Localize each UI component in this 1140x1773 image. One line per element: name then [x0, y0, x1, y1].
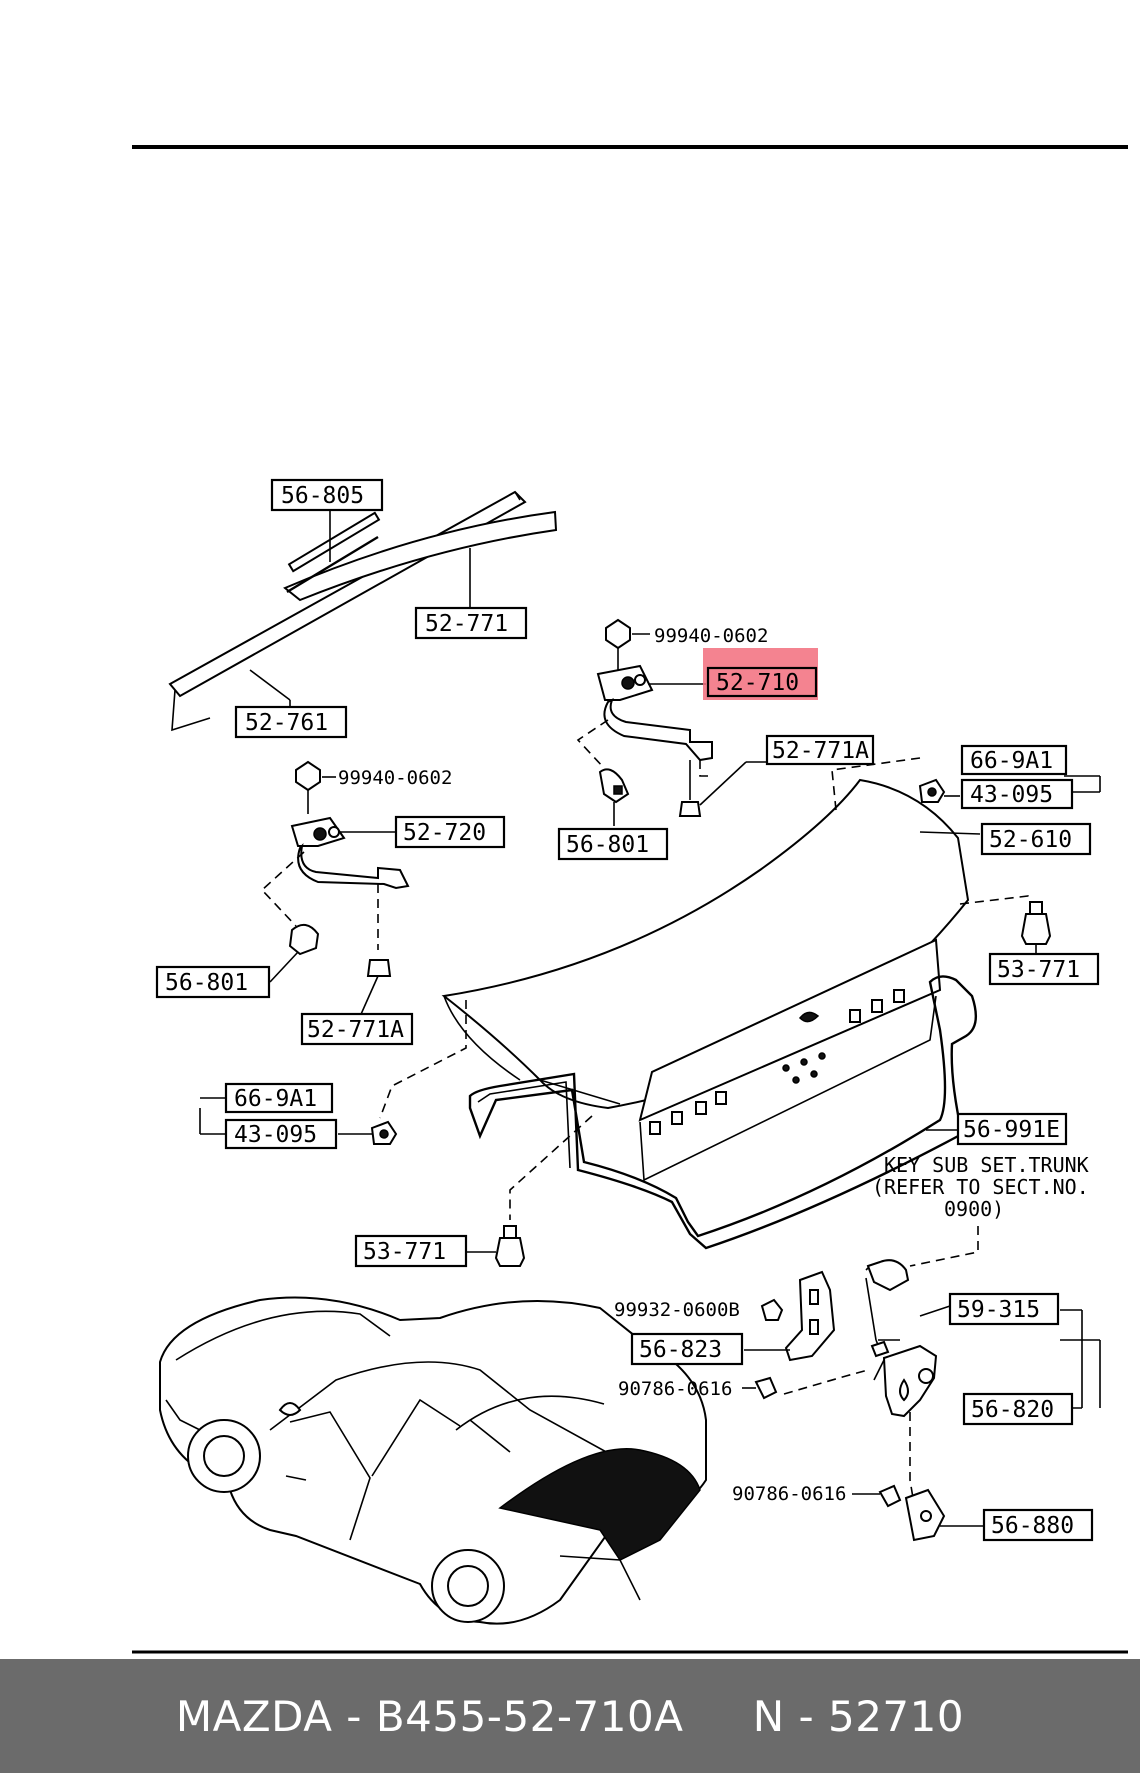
part-number-99932: 99932-0600B: [614, 1299, 740, 1321]
note-line-3: 0900): [944, 1197, 1004, 1221]
label-52-610[interactable]: 52-610: [980, 822, 1092, 856]
label-66-9A1-left[interactable]: 66-9A1: [224, 1082, 334, 1114]
weatherstrip: [468, 975, 978, 1250]
label-text: 52-771: [425, 611, 508, 637]
clip-left: [338, 1120, 398, 1145]
label-52-771A-left[interactable]: 52-771A: [300, 1012, 414, 1046]
label-text: 52-771A: [772, 738, 869, 764]
label-56-880[interactable]: 56-880: [982, 1508, 1094, 1542]
label-52-761[interactable]: 52-761: [234, 705, 348, 739]
label-text: 56-991E: [963, 1117, 1060, 1143]
label-text: 52-720: [403, 820, 486, 846]
label-52-771A-top[interactable]: 52-771A: [765, 734, 875, 766]
label-66-9A1-right[interactable]: 66-9A1: [960, 744, 1068, 776]
part-number-99940-top: 99940-0602: [654, 625, 768, 647]
clip-right: [918, 778, 960, 803]
footer-bar: MAZDA - B455-52-710A N - 52710: [0, 1659, 1140, 1773]
note-line-1: KEY SUB SET.TRUNK: [884, 1153, 1089, 1177]
label-text: 56-801: [165, 970, 248, 996]
label-56-801-left[interactable]: 56-801: [155, 965, 271, 999]
label-53-771-left[interactable]: 53-771: [354, 1234, 468, 1268]
label-56-991E[interactable]: 56-991E: [956, 1112, 1068, 1146]
label-text: 43-095: [234, 1122, 317, 1148]
part-number-90786-a: 90786-0616: [618, 1378, 732, 1400]
label-text: 56-820: [971, 1397, 1054, 1423]
label-52-771[interactable]: 52-771: [414, 606, 528, 640]
label-text: 43-095: [970, 782, 1053, 808]
part-number-90786-b: 90786-0616: [732, 1483, 846, 1505]
footer-text: MAZDA - B455-52-710A N - 52710: [175, 1691, 965, 1741]
note-line-2: (REFER TO SECT.NO.: [872, 1175, 1089, 1199]
label-text: 52-761: [245, 710, 328, 736]
label-56-805[interactable]: 56-805: [270, 478, 384, 512]
label-text: 56-880: [991, 1513, 1074, 1539]
label-text: 53-771: [363, 1239, 446, 1265]
label-52-720[interactable]: 52-720: [394, 815, 506, 849]
label-text: 56-823: [639, 1337, 722, 1363]
stopper-left: [466, 1225, 526, 1267]
label-43-095-left[interactable]: 43-095: [224, 1118, 338, 1150]
hinge-left-group: [260, 760, 410, 1031]
lock-group: [199, 775, 1101, 1542]
label-52-710[interactable]: 52-710: [706, 666, 818, 698]
label-text: 56-801: [566, 832, 649, 858]
label-56-820[interactable]: 56-820: [962, 1392, 1074, 1426]
label-text: 59-315: [957, 1297, 1040, 1323]
highlight-52-710: [703, 648, 818, 700]
label-56-823[interactable]: 56-823: [630, 1332, 744, 1366]
label-59-315[interactable]: 59-315: [948, 1292, 1060, 1326]
label-text: 52-610: [989, 827, 1072, 853]
label-text: 66-9A1: [970, 748, 1053, 774]
label-text: 53-771: [997, 957, 1080, 983]
label-56-801-top[interactable]: 56-801: [557, 827, 669, 861]
label-text: 52-771A: [307, 1017, 404, 1043]
label-53-771-right[interactable]: 53-771: [988, 952, 1100, 986]
footer-number: N - 52710: [752, 1691, 965, 1741]
part-number-99940-left: 99940-0602: [338, 767, 452, 789]
label-text: 66-9A1: [234, 1086, 317, 1112]
trunk-lid: [379, 757, 1037, 1220]
label-43-095-right[interactable]: 43-095: [960, 778, 1074, 810]
car-illustration: [159, 1296, 707, 1625]
footer-brand: MAZDA: [175, 1691, 333, 1741]
stopper-right: [1020, 901, 1052, 966]
molding-group: [168, 490, 558, 732]
label-text: 52-710: [716, 670, 799, 696]
label-text: 56-805: [281, 483, 364, 509]
hinge-right-group: [576, 618, 766, 826]
footer-part-code: B455-52-710A: [375, 1691, 684, 1741]
